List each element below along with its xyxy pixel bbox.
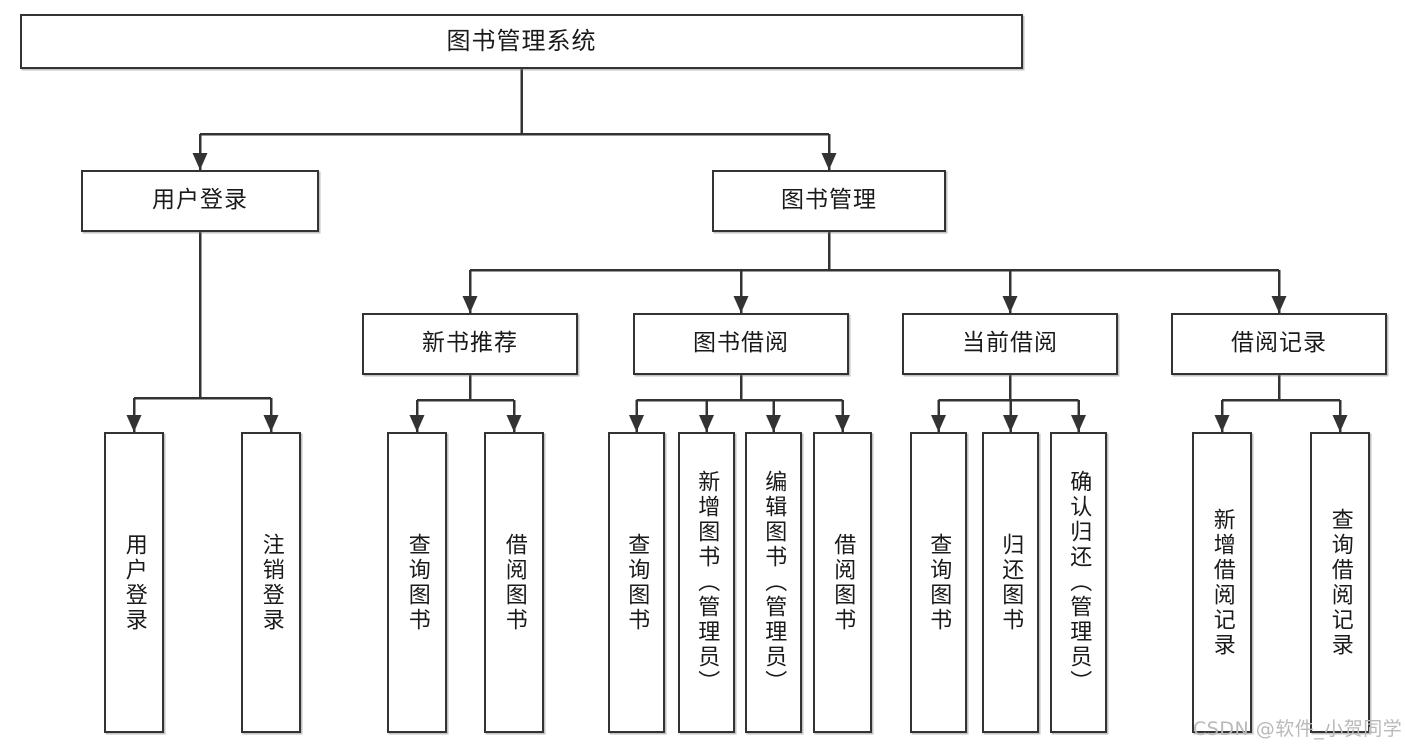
node-l-rc-add[interactable]: 新增借阅记录 [1192, 432, 1252, 733]
node-l-rc-query[interactable]: 查询借阅记录 [1310, 432, 1370, 733]
node-label: 新书推荐 [422, 330, 518, 357]
node-label: 查询图书 [404, 532, 430, 633]
node-label: 图书管理系统 [446, 27, 597, 56]
node-current[interactable]: 当前借阅 [902, 313, 1118, 375]
node-root[interactable]: 图书管理系统 [20, 14, 1023, 69]
node-label: 用户登录 [121, 532, 147, 633]
node-label: 图书借阅 [693, 330, 789, 357]
node-l-logout[interactable]: 注销登录 [241, 432, 301, 733]
node-newbook[interactable]: 新书推荐 [362, 313, 578, 375]
node-l-cu-ack[interactable]: 确认归还（管理员） [1050, 432, 1107, 733]
node-label: 借阅记录 [1231, 330, 1327, 357]
watermark-label: CSDN @软件_小贺同学 [1193, 718, 1403, 740]
node-label: 用户登录 [152, 187, 248, 214]
node-label: 确认归还（管理员） [1066, 470, 1092, 695]
node-label: 当前借阅 [962, 330, 1058, 357]
node-l-nb-borrow[interactable]: 借阅图书 [484, 432, 544, 733]
node-label: 新增借阅记录 [1209, 507, 1235, 658]
node-records[interactable]: 借阅记录 [1171, 313, 1387, 375]
node-bookmgmt[interactable]: 图书管理 [712, 170, 946, 232]
node-label: 查询图书 [624, 532, 650, 633]
node-l-login[interactable]: 用户登录 [104, 432, 164, 733]
node-l-nb-query[interactable]: 查询图书 [387, 432, 447, 733]
node-label: 借阅图书 [501, 532, 527, 633]
node-l-bo-edit[interactable]: 编辑图书（管理员） [745, 432, 802, 733]
node-login[interactable]: 用户登录 [81, 170, 319, 232]
node-label: 图书管理 [781, 187, 877, 214]
node-label: 查询图书 [926, 532, 952, 633]
node-l-cu-return[interactable]: 归还图书 [982, 432, 1039, 733]
node-label: 归还图书 [998, 532, 1024, 633]
node-label: 注销登录 [258, 532, 284, 633]
node-label: 编辑图书（管理员） [761, 470, 787, 695]
node-l-cu-query[interactable]: 查询图书 [910, 432, 967, 733]
node-l-bo-add[interactable]: 新增图书（管理员） [678, 432, 735, 733]
node-label: 借阅图书 [830, 532, 856, 633]
node-l-bo-query[interactable]: 查询图书 [608, 432, 665, 733]
node-label: 新增图书（管理员） [694, 470, 720, 695]
node-label: 查询借阅记录 [1327, 507, 1353, 658]
node-borrow[interactable]: 图书借阅 [633, 313, 849, 375]
node-l-bo-lend[interactable]: 借阅图书 [813, 432, 872, 733]
